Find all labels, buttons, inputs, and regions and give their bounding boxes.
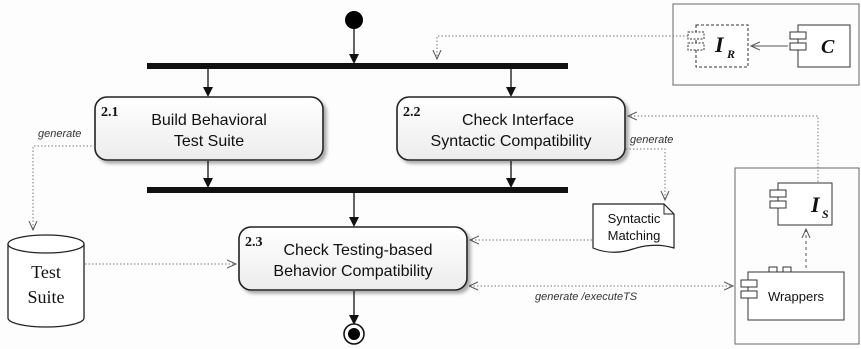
final-node — [343, 323, 365, 345]
is-component: I S — [769, 182, 833, 226]
syntactic-matching-document: Syntactic Matching — [592, 203, 675, 253]
is-wrappers-package: I S Wrappers — [734, 167, 860, 345]
ir-label: I — [714, 32, 725, 57]
c-component: C — [789, 24, 851, 68]
activity-2-2: 2.2 Check Interface Syntactic Compatibil… — [396, 96, 626, 161]
activity-2-2-line-1: Check Interface — [462, 112, 574, 129]
generate-execute-label: generate /executeTS — [535, 291, 638, 303]
activity-2-1-number: 2.1 — [101, 105, 119, 120]
initial-node — [345, 11, 363, 29]
activity-2-2-number: 2.2 — [403, 105, 421, 120]
activity-2-2-line-2: Syntactic Compatibility — [431, 133, 592, 150]
activity-2-3-number: 2.3 — [245, 235, 263, 250]
ir-subscript: R — [726, 47, 735, 61]
is-label: I — [810, 192, 821, 217]
ir-to-fork-edge — [437, 35, 688, 59]
fork-bar-top — [147, 63, 568, 69]
is-to-2-2-edge — [628, 116, 819, 182]
is-subscript: S — [822, 207, 829, 221]
generate-label-left: generate — [38, 128, 81, 140]
test-suite-line-2: Suite — [27, 287, 64, 307]
c-label: C — [821, 36, 835, 58]
activity-2-1-line-1: Build Behavioral — [151, 112, 267, 129]
ir-component: I R — [687, 24, 749, 68]
generate-edge-left — [33, 145, 95, 230]
wrappers-label: Wrappers — [768, 289, 825, 304]
activity-2-3: 2.3 Check Testing-based Behavior Compati… — [238, 226, 468, 291]
generate-label-right: generate — [630, 134, 673, 146]
generate-edge-right — [626, 148, 665, 200]
join-bar — [147, 187, 568, 193]
syntactic-matching-line-2: Matching — [608, 228, 661, 243]
activity-2-1: 2.1 Build Behavioral Test Suite — [94, 96, 324, 161]
wrappers-component: Wrappers — [740, 266, 845, 321]
syntactic-matching-line-1: Syntactic — [608, 211, 661, 226]
ir-c-package: I R C — [672, 3, 860, 86]
activity-2-1-line-2: Test Suite — [174, 133, 244, 150]
activity-2-3-line-2: Behavior Compatibility — [273, 263, 432, 280]
test-suite-line-1: Test — [31, 262, 61, 282]
test-suite-datastore: Test Suite — [7, 234, 85, 328]
activity-2-3-line-1: Check Testing-based — [283, 242, 432, 259]
